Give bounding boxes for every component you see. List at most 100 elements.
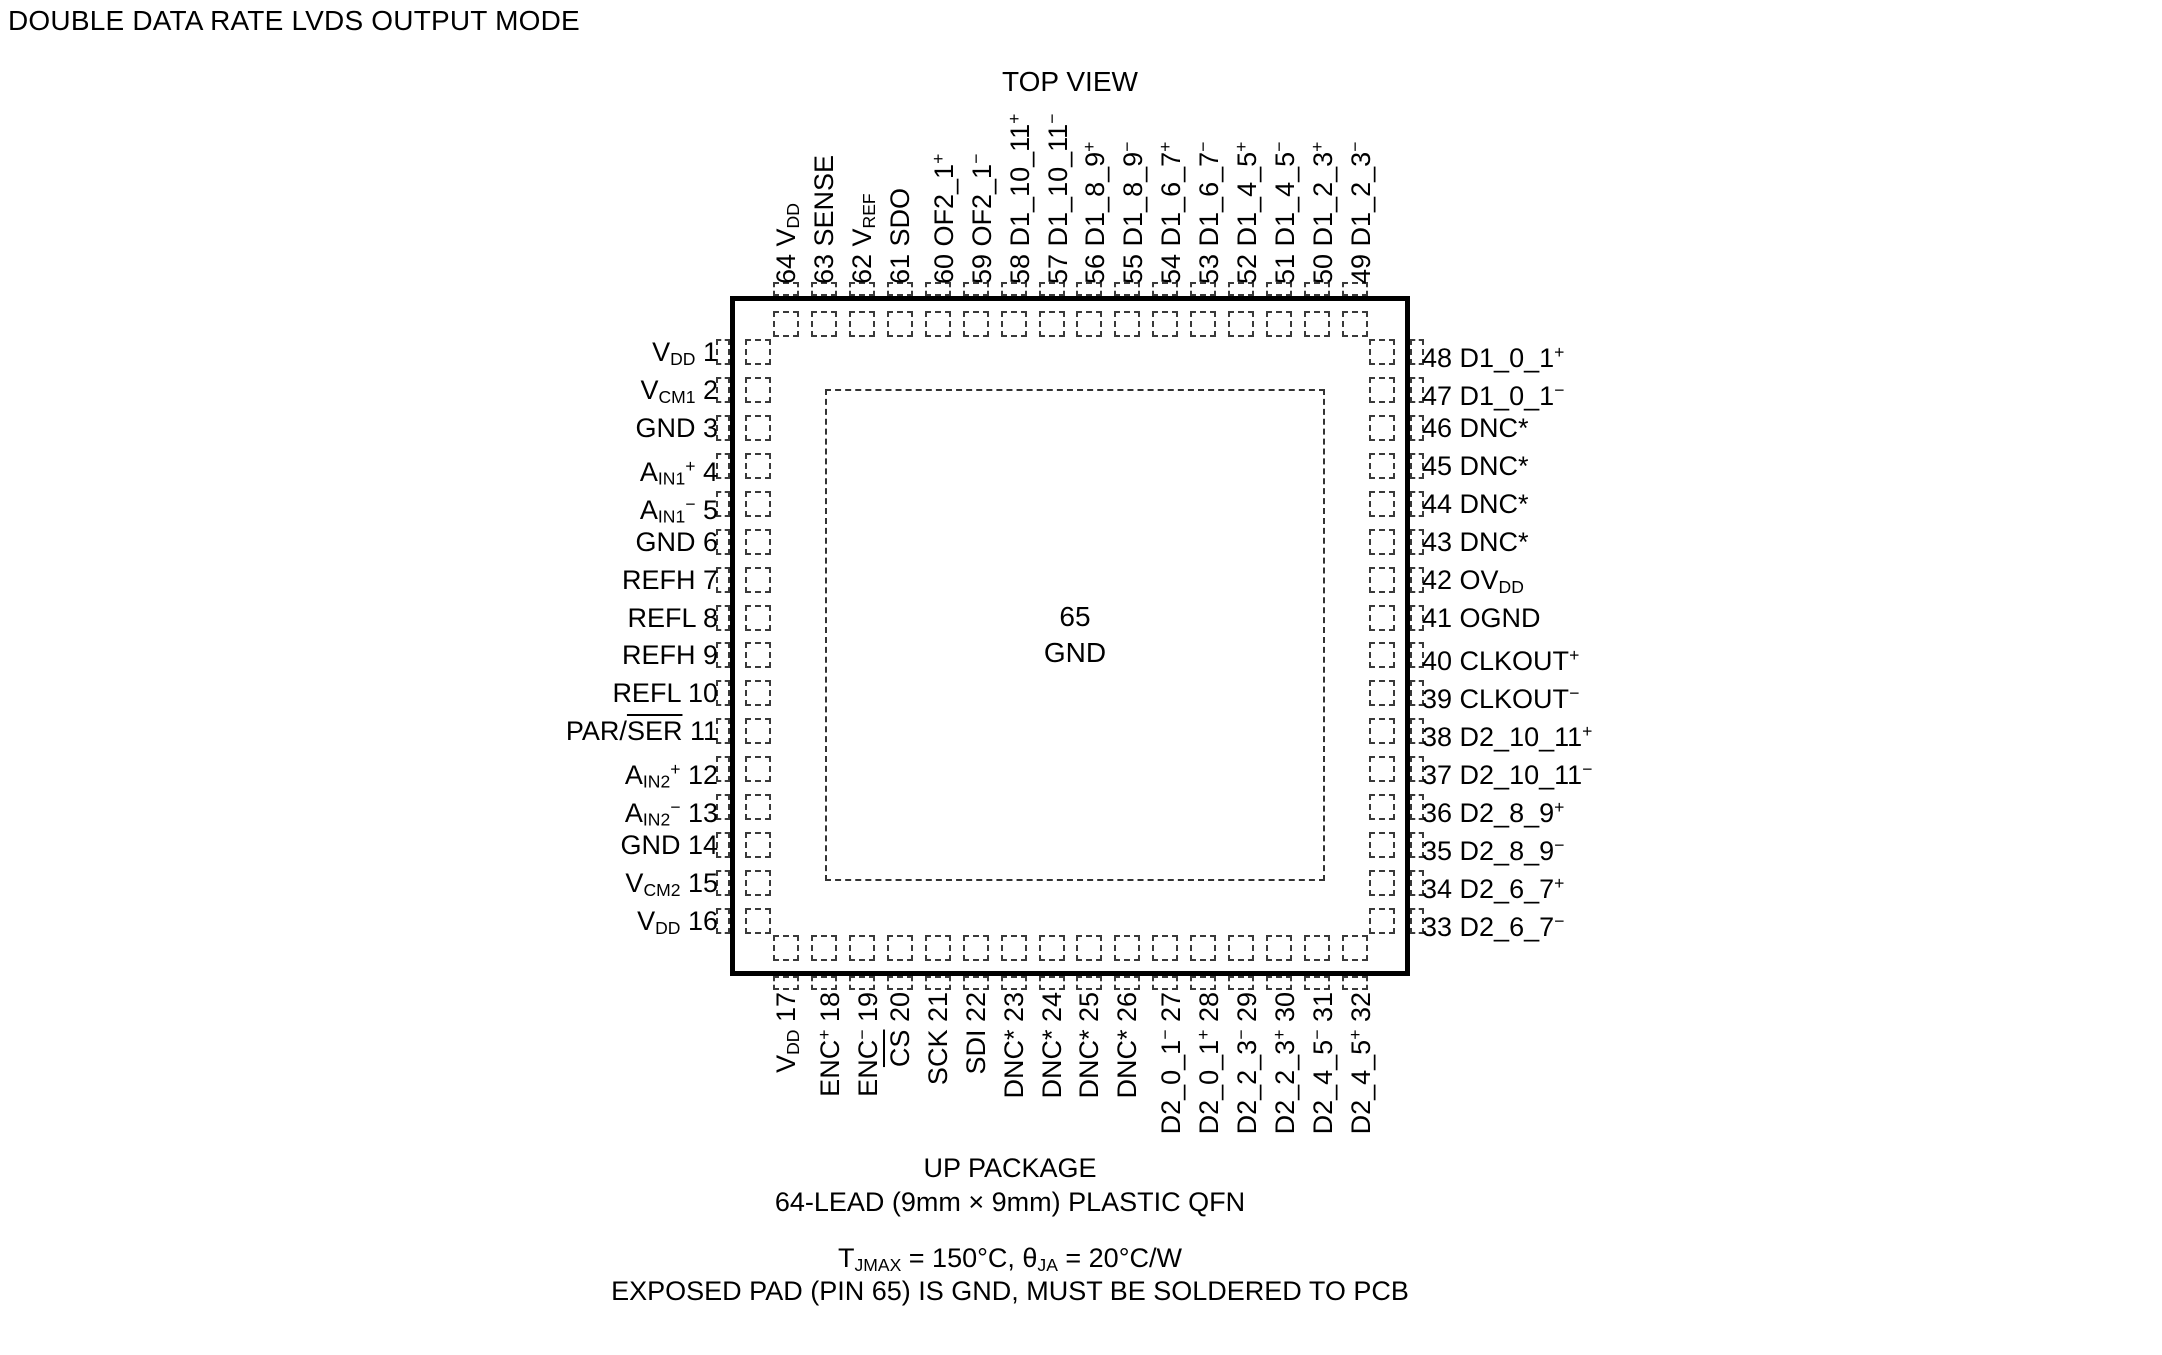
pin-33-pad [1369,907,1395,934]
pin-8-label: REFL 8 [627,602,718,633]
pin-34-pad [1369,870,1395,897]
pin-16-pad [745,907,771,934]
pin-37-pad [1369,756,1395,783]
pin-40-label: 40 CLKOUT+ [1422,645,1580,677]
pin-4-label: AIN1+ 4 [639,455,718,489]
pin-32-pad [1341,935,1368,961]
pin-59-pad [962,311,989,337]
pin-9-lead [716,642,730,669]
pin-48-lead [1410,339,1424,365]
pin-30-pad [1266,935,1293,961]
pin-27-label: D2_0_1− 27 [1155,992,1187,1135]
pin-7-pad [745,566,771,593]
pin-23-label: DNC* 23 [998,992,1029,1099]
pin-29-label: D2_2_3− 29 [1231,992,1262,1135]
pin-62-pad [848,311,875,337]
pin-56-lead [1076,282,1103,296]
pin-53-label: 53 D1_6_7− [1193,141,1224,284]
pin-15-pad [745,870,771,897]
pin-5-lead [716,490,730,517]
pin-15-lead [716,870,730,897]
pin-35-lead [1410,832,1424,859]
pin-23-lead [1000,976,1027,990]
pin-51-label: 51 D1_4_5− [1269,141,1300,284]
exposed-pad-number: 65 [1059,601,1091,632]
pin-39-label: 39 CLKOUT− [1422,683,1580,715]
pin-56-pad [1076,311,1103,337]
pin-52-lead [1228,282,1255,296]
package-name: UP PACKAGE [923,1153,1097,1183]
pin-46-pad [1369,414,1395,441]
pin-62-label: 62 VREF [846,193,879,284]
pin-61-label: 61 SDO [884,187,915,284]
pin-50-label: 50 D1_2_3+ [1307,141,1338,284]
pin-63-pad [810,311,837,337]
pin-31-pad [1304,935,1331,961]
pin-1-label: VDD 1 [652,337,718,369]
pin-14-lead [716,832,730,859]
pin-58-lead [1000,282,1027,296]
pin-35-label: 35 D2_8_9− [1422,835,1565,866]
pin-51-lead [1266,282,1293,296]
pin-63-lead [810,282,837,296]
pin-29-pad [1228,935,1255,961]
pin-45-label: 45 DNC* [1422,450,1529,481]
pin-7-label: REFH 7 [621,564,718,595]
pin-49-lead [1341,282,1368,296]
pin-20-pad [886,935,913,961]
pin-43-lead [1410,528,1424,555]
pin-46-label: 46 DNC* [1422,412,1529,443]
pin-44-lead [1410,490,1424,517]
pin-57-lead [1038,282,1065,296]
pin-5-label: AIN1− 5 [639,493,718,527]
pin-14-label: GND 14 [620,830,718,861]
package-outline: 65 GND [716,282,1424,990]
pin-2-label: VCM1 2 [640,374,718,407]
pin-33-lead [1410,907,1424,934]
pin-17-label: VDD 17 [771,992,803,1073]
pin-39-pad [1369,680,1395,707]
pin-38-lead [1410,718,1424,745]
pin-37-lead [1410,756,1424,783]
pin-60-label: 60 OF2_1+ [927,153,959,284]
pin-4-pad [745,452,771,479]
pin-9-pad [745,642,771,669]
pin-42-pad [1369,566,1395,593]
pin-36-label: 36 D2_8_9+ [1422,797,1565,828]
pin-24-pad [1038,935,1065,961]
pin-43-label: 43 DNC* [1422,526,1529,557]
pin-19-label: ENC− 19 [851,992,883,1097]
exposed-pad-note: EXPOSED PAD (PIN 65) IS GND, MUST BE SOL… [611,1276,1409,1306]
pin-36-pad [1369,794,1395,821]
pin-2-lead [716,376,730,403]
pin-42-label: 42 OVDD [1422,564,1524,597]
top-view-label: TOP VIEW [1002,66,1138,97]
pin-64-pad [773,311,799,337]
pin-58-pad [1000,311,1027,337]
pin-17-lead [773,976,799,990]
pin-8-lead [716,604,730,631]
pin-19-lead [848,976,875,990]
pin-6-label: GND 6 [635,526,718,557]
exposed-pad-label: GND [1043,637,1107,668]
pin-13-label: AIN2− 13 [624,797,718,830]
pin-53-pad [1190,311,1217,337]
pin-30-lead [1266,976,1293,990]
pin-43-pad [1369,528,1395,555]
pin-10-pad [745,680,771,707]
pin-22-pad [962,935,989,961]
pin-54-pad [1152,311,1179,337]
package-description: 64-LEAD (9mm × 9mm) PLASTIC QFN [774,1187,1246,1217]
pin-57-pad [1038,311,1065,337]
pin-57-label: 57 D1_10_11− [1041,113,1073,284]
pin-25-lead [1076,976,1103,990]
pin-8-pad [745,604,771,631]
pin-31-lead [1304,976,1331,990]
pin-34-label: 34 D2_6_7+ [1422,873,1565,904]
pin-55-lead [1114,282,1141,296]
pin-3-pad [745,414,771,441]
pin-44-pad [1369,490,1395,517]
pin-25-pad [1076,935,1103,961]
pin-38-label: 38 D2_10_11+ [1422,721,1593,753]
